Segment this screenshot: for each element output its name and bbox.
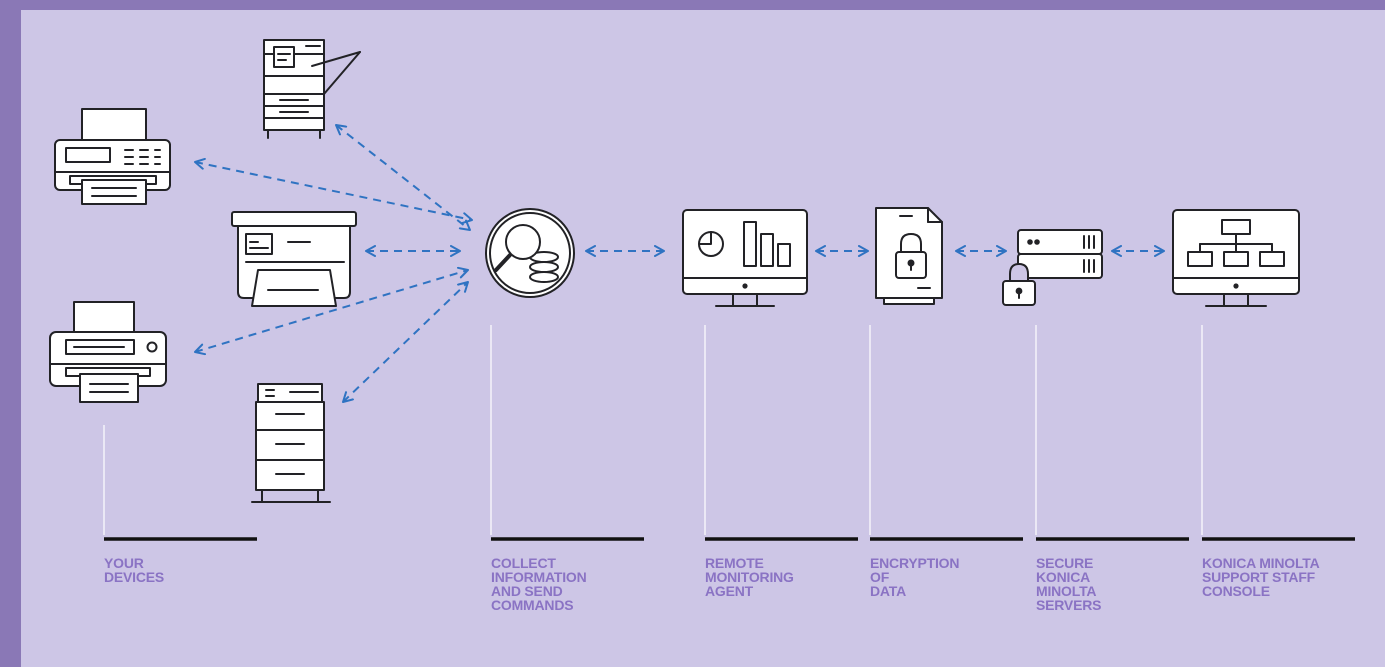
label-your-devices: YOUR DEVICES (104, 555, 165, 585)
label-encryption: ENCRYPTION OF DATA (870, 555, 960, 599)
tall-copier-icon (251, 383, 331, 503)
label-console: KONICA MINOLTA SUPPORT STAFF CONSOLE (1202, 555, 1320, 599)
connector-arrows (194, 124, 1165, 403)
arrow-tall-copier-to-collect (342, 281, 469, 403)
label-agent: REMOTE MONITORING AGENT (705, 555, 794, 599)
label-collect: COLLECT INFORMATION AND SEND COMMANDS (491, 555, 587, 613)
locked-document-icon (875, 207, 943, 305)
arrow-inkjet-printer-to-collect (194, 266, 469, 356)
monitor-charts-icon (682, 209, 808, 307)
fax-printer-icon (54, 108, 171, 205)
arrow-office-copier-to-collect (335, 124, 471, 231)
locked-server-icon (1002, 229, 1103, 306)
inkjet-printer-icon (49, 301, 167, 403)
office-copier-icon (263, 39, 361, 139)
magnifier-coins-icon (485, 208, 575, 298)
arrow-fax-printer-to-collect (194, 157, 473, 225)
guide-lines (103, 325, 1203, 535)
label-servers: SECURE KONICA MINOLTA SERVERS (1036, 555, 1102, 613)
desktop-printer-icon (231, 211, 357, 307)
monitor-org-chart-icon (1172, 209, 1300, 307)
